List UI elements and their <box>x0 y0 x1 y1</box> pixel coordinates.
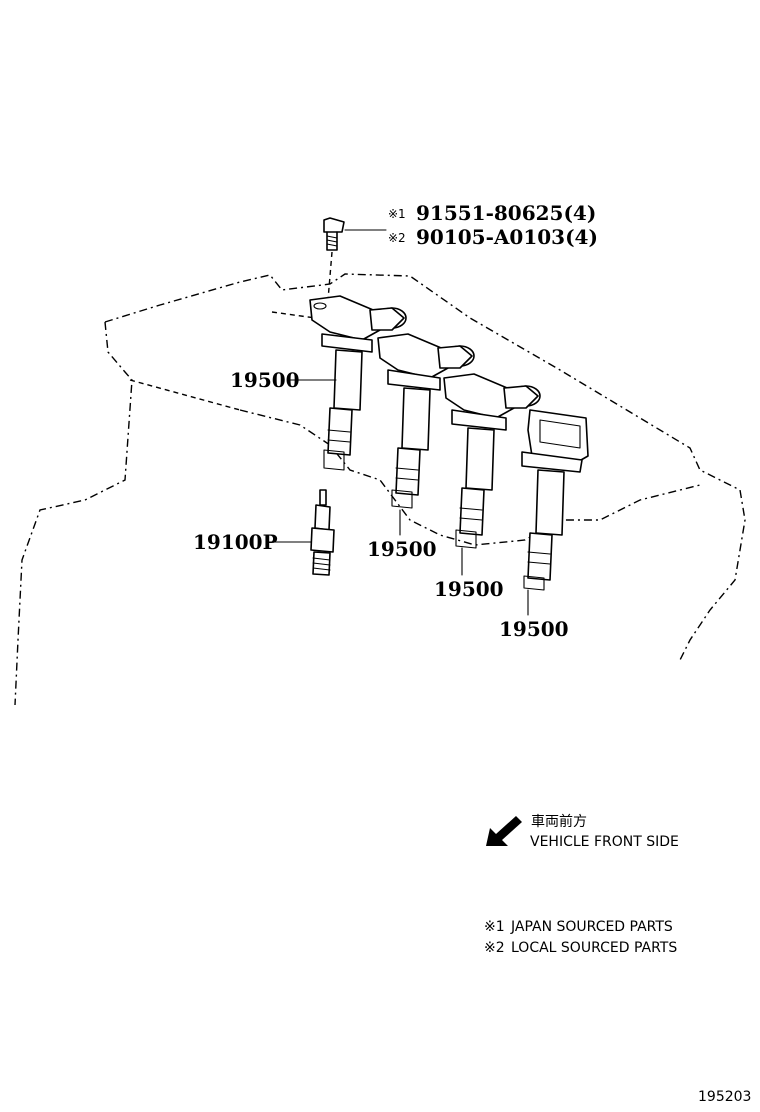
ignition-coil-1 <box>309 295 407 471</box>
leader-lines <box>289 379 529 616</box>
legend-2-mark: ※2 <box>484 940 505 956</box>
spark-plug <box>267 489 335 576</box>
bolt-callout-2-mark: ※2 <box>388 231 406 245</box>
legend-2-text: LOCAL SOURCED PARTS <box>511 940 677 956</box>
legend-1-text: JAPAN SOURCED PARTS <box>510 919 673 935</box>
coil-1-label: 19500 <box>230 368 300 392</box>
bolt <box>323 217 387 301</box>
ignition-coil-2 <box>377 333 475 509</box>
legend-1-mark: ※1 <box>484 919 505 935</box>
direction-japanese: 車両前方 <box>531 813 587 830</box>
bolt-callout-1-mark: ※1 <box>388 207 406 221</box>
direction-english: VEHICLE FRONT SIDE <box>530 834 679 850</box>
spark-plug-label: 19100P <box>193 530 278 554</box>
bolt-callout-1-part-number: 91551-80625(4) <box>416 201 596 225</box>
figure-id: 195203 <box>698 1089 751 1105</box>
bolt-callout-2-part-number: 90105-A0103(4) <box>416 225 598 249</box>
ignition-coil-4 <box>521 409 589 591</box>
coil-4-label: 19500 <box>499 617 569 641</box>
coil-3-label: 19500 <box>434 577 504 601</box>
ignition-coil-3 <box>443 373 541 549</box>
vehicle-front-arrow-icon <box>486 816 522 846</box>
coil-2-label: 19500 <box>367 537 437 561</box>
